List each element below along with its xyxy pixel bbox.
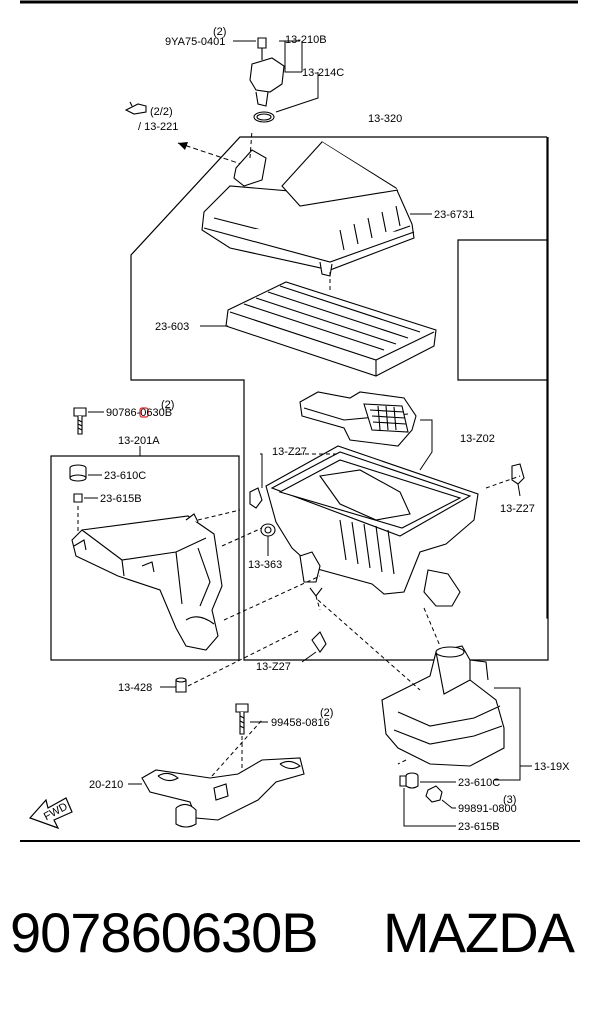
sub-assembly-box: [50, 455, 240, 661]
qty-2-c: (2): [320, 707, 333, 719]
assembly-outline: [130, 136, 549, 661]
label-13-z27-b: 13-Z27: [500, 503, 535, 515]
label-13-214c: 13-214C: [302, 67, 344, 79]
label-23-615b-a: 23-615B: [100, 493, 142, 505]
air-cleaner-upper-cover: [201, 141, 415, 277]
label-13-210b: 13-210B: [285, 34, 327, 46]
rubber-grommet: [69, 464, 87, 482]
intake-resonator-tank: [381, 645, 505, 767]
bushing: [175, 677, 187, 693]
mass-airflow-sensor: [249, 37, 285, 123]
label-20-210: 20-210: [89, 779, 123, 791]
grommet: [260, 523, 276, 537]
label-23-615b-b: 23-615B: [458, 821, 500, 833]
air-filter-element: [225, 281, 437, 377]
nut-icon: [425, 785, 443, 803]
qty-3: (3): [503, 794, 516, 806]
reference-hand-icon: [124, 101, 147, 115]
part-number-caption: 907860630B: [10, 901, 319, 964]
label-23-610c-a: 23-610C: [104, 470, 146, 482]
label-13-363: 13-363: [248, 559, 282, 571]
label-90786-0630b: 90786-0630B: [106, 407, 172, 419]
mounting-bracket: [141, 757, 305, 828]
label-99458-0816: 99458-0816: [271, 717, 330, 729]
qty-2-a: (2): [213, 26, 226, 38]
resonator-duct: [71, 513, 223, 651]
label-13-z27-a: 13-Z27: [272, 446, 307, 458]
label-99891-0800: 99891-0800: [458, 803, 517, 815]
label-13-z02: 13-Z02: [460, 433, 495, 445]
highlight-marker: [139, 407, 149, 418]
forward-arrow-icon: [28, 797, 73, 830]
clip-right: [511, 463, 525, 485]
clip-bottom: [311, 631, 327, 653]
label-23-6731: 23-6731: [434, 209, 474, 221]
brand-caption: MAZDA: [383, 901, 575, 964]
mounting-bolt-icon: [235, 703, 249, 735]
label-13-201a: 13-201A: [118, 435, 160, 447]
label-23-610c-b: 23-610C: [458, 777, 500, 789]
qty-2-b: (2): [161, 399, 174, 411]
label-23-603: 23-603: [155, 321, 189, 333]
intake-duct-insert: [299, 391, 417, 447]
collar: [399, 775, 407, 787]
label-13-19x: 13-19X: [534, 761, 570, 773]
grommet-rubber: [405, 772, 419, 789]
collar-bushing: [73, 493, 83, 503]
clip-left: [249, 487, 263, 509]
label-13-320: 13-320: [368, 113, 402, 125]
reference-2of2: (2/2): [150, 106, 173, 118]
reference-13-221: / 13-221: [138, 121, 178, 133]
air-cleaner-lower-case: [265, 445, 479, 607]
label-9ya75-0401: 9YA75-0401: [165, 36, 225, 48]
label-13-z27-c: 13-Z27: [256, 661, 291, 673]
bolt-icon: [73, 407, 87, 435]
label-13-428: 13-428: [118, 682, 152, 694]
